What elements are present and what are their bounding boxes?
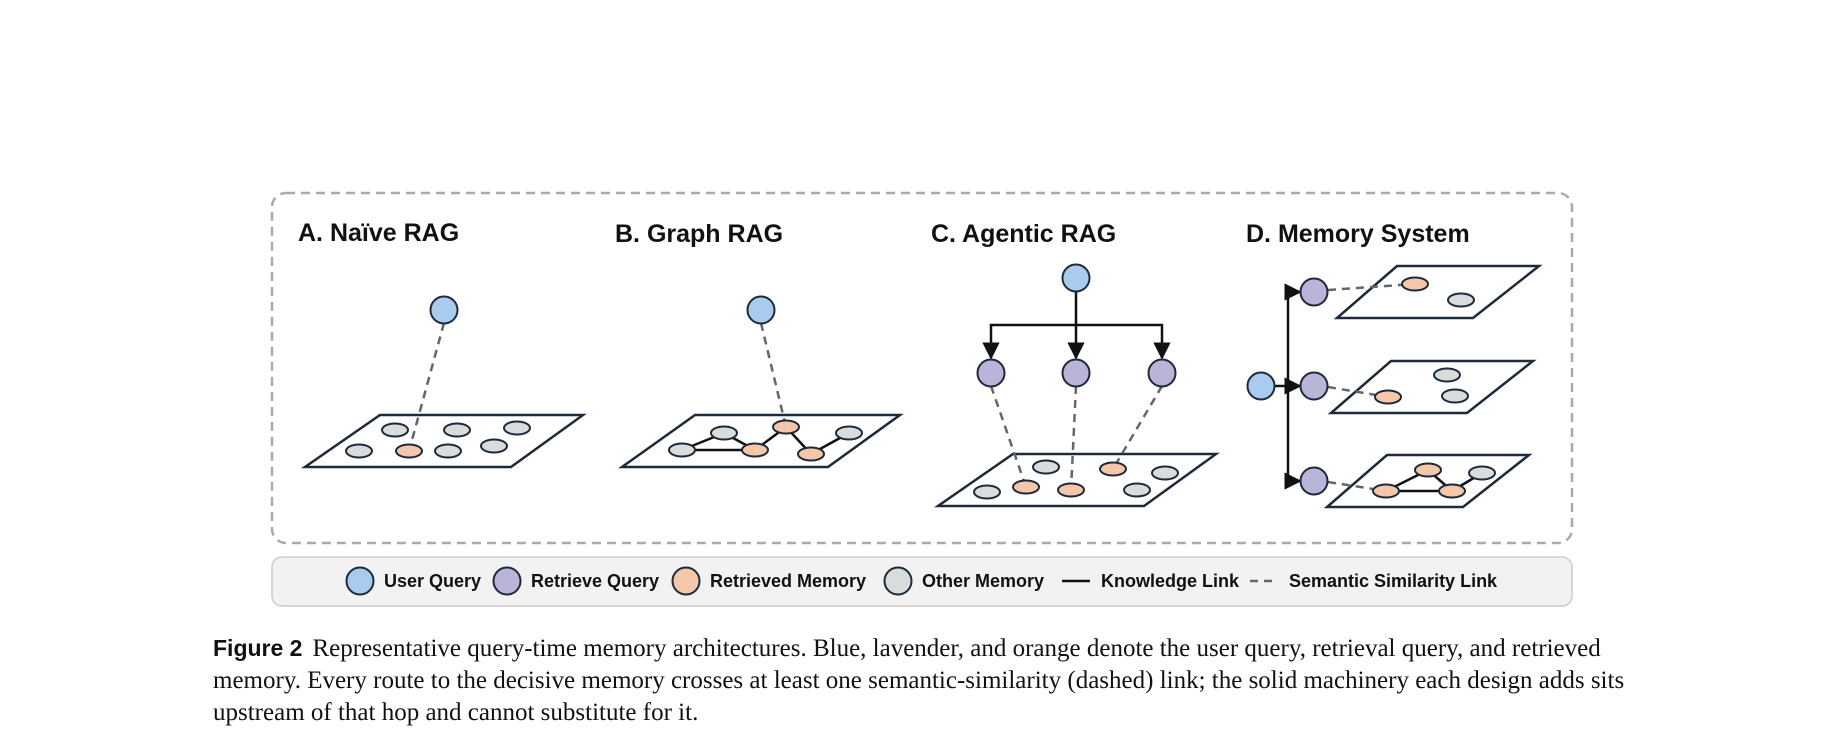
panel-title-a: A. Naïve RAG xyxy=(298,219,459,247)
retrieved-memory-node xyxy=(1374,389,1402,405)
other-memory-node xyxy=(503,420,531,436)
legend-knowledge-link-label: Knowledge Link xyxy=(1101,571,1240,591)
retrieve-query-node xyxy=(1299,466,1329,496)
legend-other-memory-label: Other Memory xyxy=(922,571,1044,591)
legend-retrieved-memory-swatch xyxy=(671,566,701,596)
panel-title-c: C. Agentic RAG xyxy=(931,220,1116,248)
legend-retrieve-query-swatch xyxy=(492,566,522,596)
query-branch-links xyxy=(982,292,1171,360)
retrieved-memory-node xyxy=(395,443,423,459)
figure-frame xyxy=(270,191,1574,545)
retrieved-memory-node xyxy=(1099,461,1127,477)
other-memory-node xyxy=(1468,465,1496,481)
other-memory-node xyxy=(1032,459,1060,475)
knowledge-link xyxy=(1076,323,1171,360)
retrieved-memory-node xyxy=(1057,482,1085,498)
semantic-similarity-link xyxy=(1327,385,1389,399)
architecture-figure: A. Naïve RAG B. Graph RAG xyxy=(270,191,1574,607)
other-memory-node xyxy=(1441,388,1469,404)
other-memory-node xyxy=(1123,482,1151,498)
semantic-links xyxy=(989,385,1164,491)
caption-text: Representative query-time memory archite… xyxy=(213,635,1625,726)
retrieve-query-node xyxy=(1147,358,1177,388)
retrieved-memory-node xyxy=(1414,462,1442,478)
knowledge-link xyxy=(982,323,1076,360)
user-query-node xyxy=(1246,371,1276,401)
memory-plane xyxy=(618,413,904,469)
legend-retrieve-query-label: Retrieve Query xyxy=(531,571,659,591)
semantic-similarity-link xyxy=(1111,385,1164,470)
legend-semantic-link-label: Semantic Similarity Link xyxy=(1289,571,1498,591)
other-memory-node xyxy=(710,425,738,441)
panel-graph-rag: B. Graph RAG xyxy=(615,220,904,469)
retrieved-memory-node xyxy=(1012,479,1040,495)
other-memory-node xyxy=(973,484,1001,500)
retrieved-memory-node xyxy=(1438,483,1466,499)
other-memory-node xyxy=(1151,465,1179,481)
other-memory-node xyxy=(443,422,471,438)
caption-label: Figure 2 xyxy=(213,635,303,661)
semantic-similarity-link xyxy=(989,385,1028,488)
other-memory-node xyxy=(835,425,863,441)
semantic-similarity-link xyxy=(1327,282,1416,292)
user-query-node xyxy=(746,295,776,325)
retrieved-memory-node xyxy=(741,442,769,458)
legend: User Query Retrieve Query Retrieved Memo… xyxy=(271,556,1573,607)
retrieved-memory-node xyxy=(772,419,800,435)
legend-other-memory-swatch xyxy=(883,566,913,596)
router-links xyxy=(1274,283,1302,490)
other-memory-node xyxy=(480,438,508,454)
retrieve-query-node xyxy=(1061,358,1091,388)
legend-retrieved-memory-label: Retrieved Memory xyxy=(710,571,866,591)
panel-naive-rag: A. Naïve RAG xyxy=(298,219,587,469)
retrieved-memory-node xyxy=(1401,276,1429,292)
semantic-similarity-link xyxy=(1069,385,1078,491)
semantic-similarity-link xyxy=(759,322,788,428)
other-memory-node xyxy=(345,443,373,459)
other-memory-node xyxy=(381,422,409,438)
other-memory-node xyxy=(668,442,696,458)
retrieved-memory-node xyxy=(1372,483,1400,499)
other-memory-node xyxy=(1447,292,1475,308)
memory-plane xyxy=(301,413,587,469)
user-query-node xyxy=(429,295,459,325)
retrieved-memory-node xyxy=(797,446,825,462)
legend-box xyxy=(271,556,1573,607)
panel-memory-system: D. Memory System xyxy=(1246,220,1543,509)
memory-plane-top xyxy=(1333,264,1543,320)
memory-plane-middle xyxy=(1327,359,1537,415)
other-memory-node xyxy=(1433,367,1461,383)
retrieve-query-node xyxy=(976,358,1006,388)
retrieve-query-node xyxy=(1299,371,1329,401)
panel-title-d: D. Memory System xyxy=(1246,220,1470,248)
other-memory-node xyxy=(434,443,462,459)
legend-user-query-label: User Query xyxy=(384,571,481,591)
user-query-node xyxy=(1061,263,1091,293)
legend-user-query-swatch xyxy=(345,566,375,596)
retrieve-query-node xyxy=(1299,277,1329,307)
panel-title-b: B. Graph RAG xyxy=(615,220,783,248)
panel-agentic-rag: C. Agentic RAG xyxy=(931,220,1220,508)
